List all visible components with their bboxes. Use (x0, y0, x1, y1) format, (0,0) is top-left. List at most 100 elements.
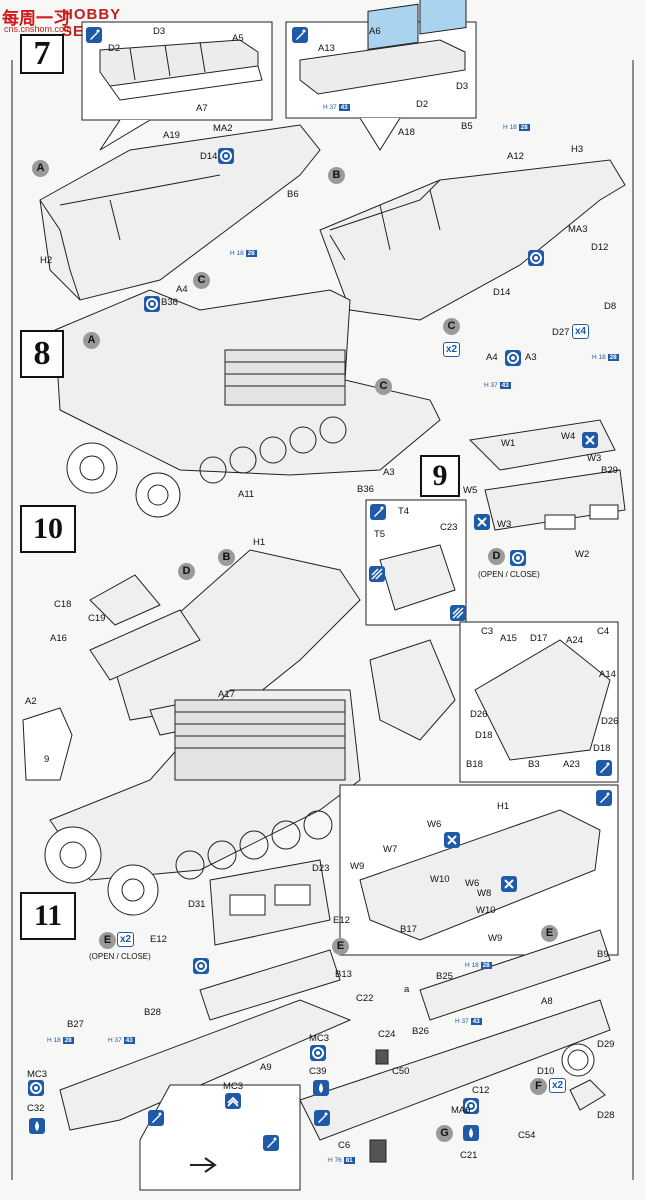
photo-etch-icon-2 (474, 514, 490, 530)
part-label-w10-b: W10 (476, 905, 496, 916)
part-label-e12: E12 (333, 915, 350, 926)
drop-icon-3 (463, 1125, 479, 1141)
part-label-d10: D10 (537, 1066, 555, 1077)
part-label-ma6: MA6 (451, 1105, 471, 1116)
part-label-b25: B25 (436, 971, 453, 982)
part-label-c12: C12 (472, 1085, 490, 1096)
hatch-pattern-icon-2 (450, 605, 466, 621)
paint-h-prefix: H (465, 962, 470, 969)
part-label-h1: H1 (253, 537, 266, 548)
step-9-badge: 9 (420, 455, 460, 497)
part-label-a12: A12 (507, 151, 524, 162)
part-label-b18: B18 (466, 759, 483, 770)
part-label-d28: D28 (597, 1110, 615, 1121)
part-label-c32: C32 (27, 1103, 45, 1114)
part-label-mc3-c: MC3 (27, 1069, 48, 1080)
paint-badge-h18-28: H 18 28 (230, 250, 257, 257)
paint-code-18: 18 (53, 1037, 61, 1044)
paint-badge-h37-43-3: H 37 43 (108, 1037, 135, 1044)
subassembly-e-marker-2: E (332, 938, 349, 955)
paint-h-prefix: H (484, 382, 489, 389)
part-label-nine: 9 (44, 754, 50, 765)
part-label-d2: D2 (108, 43, 121, 54)
paint-code-28: 28 (62, 1037, 74, 1044)
part-label-d23: D23 (312, 863, 330, 874)
part-label-a4-b: A4 (486, 352, 498, 363)
glue-icon-7 (263, 1135, 279, 1151)
part-label-a7: A7 (196, 103, 208, 114)
part-label-c39: C39 (309, 1066, 327, 1077)
subassembly-f-marker: F (530, 1078, 547, 1095)
part-label-a18: A18 (398, 127, 415, 138)
part-label-a2: A2 (25, 696, 37, 707)
part-label-ma3: MA3 (568, 224, 588, 235)
paint-h-prefix: H (47, 1037, 52, 1044)
glue-icon-6 (148, 1110, 164, 1126)
do-not-glue-icon-4 (505, 350, 521, 366)
paint-code-76: 76 (334, 1157, 342, 1164)
part-label-c22: C22 (356, 993, 374, 1004)
paint-code-28: 28 (245, 250, 257, 257)
paint-code-43: 43 (499, 382, 511, 389)
paint-badge-h76-81: H 76 81 (328, 1157, 355, 1164)
part-label-a3-b: A3 (525, 352, 537, 363)
part-label-w8: W8 (477, 888, 492, 899)
paint-code-81: 81 (343, 1157, 355, 1164)
part-label-b17: B17 (400, 924, 417, 935)
part-label-a5: A5 (232, 33, 244, 44)
paint-h-prefix: H (230, 250, 235, 257)
do-not-glue-icon-2 (528, 250, 544, 266)
part-label-a14: A14 (599, 669, 616, 680)
step-10-badge: 10 (20, 505, 76, 553)
part-label-d17: D17 (530, 633, 548, 644)
step-8-badge: 8 (20, 330, 64, 378)
do-not-glue-icon-9 (463, 1098, 479, 1114)
subassembly-b-marker: B (328, 167, 345, 184)
part-label-w6: W6 (427, 819, 442, 830)
paint-code-37: 37 (490, 382, 498, 389)
part-label-a15: A15 (500, 633, 517, 644)
hatch-pattern-icon (369, 566, 385, 582)
part-label-c19: C19 (88, 613, 106, 624)
step-11-number: 11 (33, 899, 63, 932)
part-label-b28: B28 (144, 1007, 161, 1018)
part-label-d27: D27 (552, 327, 570, 338)
chevron-up-icon (225, 1093, 241, 1109)
do-not-glue-icon (218, 148, 234, 164)
part-label-c23: C23 (440, 522, 458, 533)
count-badge-x2: x2 (443, 342, 461, 357)
part-label-b26: B26 (412, 1026, 429, 1037)
part-label-a19: A19 (163, 130, 180, 141)
subassembly-a-marker-2: A (83, 332, 100, 349)
paint-code-37: 37 (329, 104, 337, 111)
do-not-glue-icon-6 (193, 958, 209, 974)
part-label-t5: T5 (374, 529, 386, 540)
part-label-w2: W2 (575, 549, 590, 560)
part-label-d26: D26 (470, 709, 488, 720)
part-label-ma2: MA2 (213, 123, 233, 134)
part-label-d14-b: D14 (493, 287, 511, 298)
note-open-close-2: (OPEN / CLOSE) (89, 952, 151, 961)
part-label-a16: A16 (50, 633, 67, 644)
do-not-glue-icon-3 (144, 296, 160, 312)
part-label-b13: B13 (335, 969, 352, 980)
subassembly-e-marker-3: E (541, 925, 558, 942)
step-8-number: 8 (33, 335, 51, 372)
part-label-h1-b: H1 (497, 801, 510, 812)
part-label-d3-b: D3 (456, 81, 469, 92)
part-label-d14: D14 (200, 151, 218, 162)
part-label-w1: W1 (501, 438, 516, 449)
step-7-badge: 7 (20, 34, 64, 74)
part-label-w4: W4 (561, 431, 576, 442)
part-label-d29: D29 (597, 1039, 615, 1050)
part-label-a11: A11 (238, 489, 255, 500)
paint-h-prefix: H (328, 1157, 333, 1164)
part-label-d31: D31 (188, 899, 206, 910)
part-label-d3: D3 (153, 26, 166, 37)
part-label-a23: A23 (563, 759, 580, 770)
part-label-d12: D12 (591, 242, 609, 253)
part-label-w5: W5 (463, 485, 478, 496)
paint-h-prefix: H (592, 354, 597, 361)
part-label-a6: A6 (369, 26, 381, 37)
